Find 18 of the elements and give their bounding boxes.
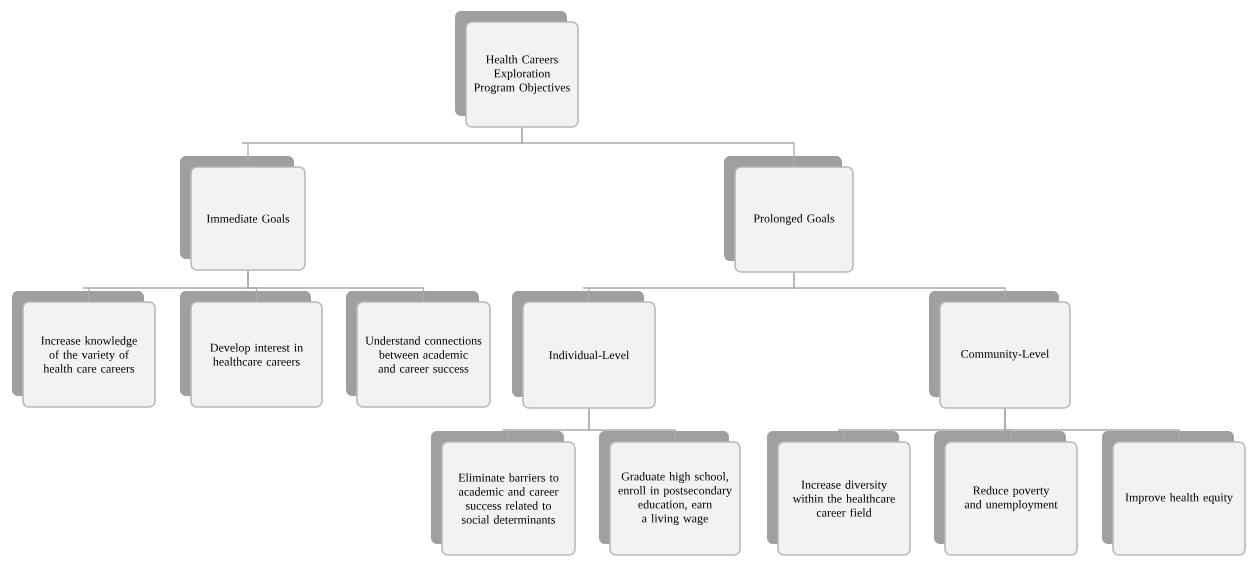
goal-box: Immediate Goals: [180, 156, 306, 271]
goal-box: Community-Level: [929, 291, 1071, 409]
goal-box: Increase diversity within the healthcare career field: [767, 431, 911, 556]
goal-box: Eliminate barriers to academic and career success related to social determinants: [431, 431, 576, 556]
connector-line: [1004, 408, 1180, 442]
goal-box: Health Careers Exploration Program Objectives: [455, 11, 579, 128]
goal-box: Individual-Level: [512, 291, 656, 409]
connector-line: [588, 408, 676, 442]
connector-line: [521, 127, 795, 167]
goal-box: Understand connections between academic and career success: [346, 291, 491, 408]
goal-box: Graduate high school, enroll in postsecondary education, earn a living wage: [599, 431, 741, 556]
goal-box: Develop interest in healthcare careers: [180, 291, 323, 408]
connector-line: [793, 272, 1006, 302]
goal-box: Reduce poverty and unemployment: [934, 431, 1078, 556]
goal-box: Improve health equity: [1102, 431, 1246, 556]
goal-box: Increase knowledge of the variety of health care careers: [12, 291, 156, 408]
connector-line: [247, 270, 425, 302]
goal-box: Prolonged Goals: [724, 156, 854, 273]
